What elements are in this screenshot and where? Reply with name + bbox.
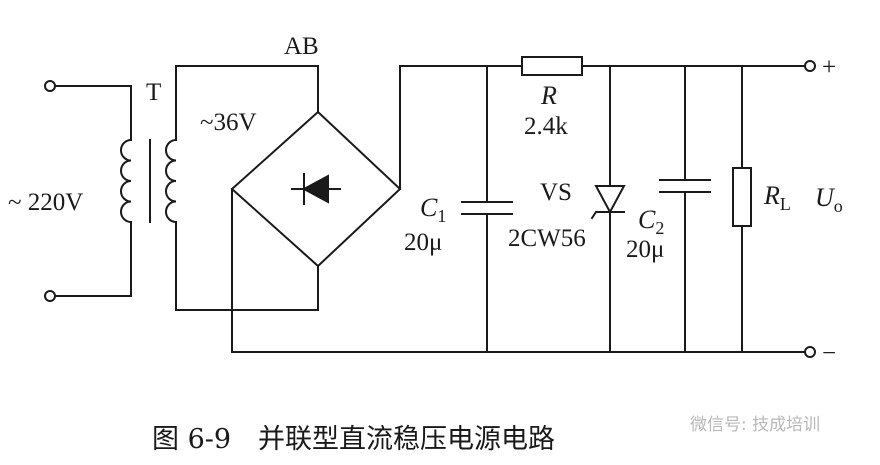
capacitor-c2 (659, 65, 711, 353)
zener-diode-vs (590, 65, 626, 353)
resistor-r (521, 56, 583, 76)
input-voltage-label: ~ 220V (8, 189, 83, 216)
input-section (44, 80, 133, 302)
c1-value: 20μ (404, 229, 442, 256)
secondary-wire-top (175, 65, 319, 141)
resistor-symbol: R (540, 81, 557, 110)
capacitor-c1 (461, 65, 513, 353)
negative-rail (231, 188, 806, 353)
secondary-winding (165, 138, 178, 224)
c1-label: C1 (420, 193, 446, 226)
c2-value: 20μ (626, 236, 664, 263)
positive-rail-left (399, 65, 523, 190)
secondary-wire-bottom (175, 221, 319, 311)
primary-winding (120, 138, 133, 224)
secondary-voltage-label: ~36V (200, 109, 257, 136)
transformer-label: T (146, 79, 161, 106)
output-terminal-plus (804, 60, 816, 72)
output-voltage-label: Uo (815, 183, 843, 216)
figure-caption: 图 6-9 并联型直流稳压电源电路 (152, 424, 555, 455)
dc-bus-wiring (231, 65, 806, 353)
load-resistor-rl (732, 65, 752, 353)
input-terminal-top (44, 80, 56, 92)
bridge-rectifier (230, 110, 402, 268)
c2-label: C2 (638, 205, 664, 238)
zener-model: 2CW56 (508, 225, 586, 252)
input-wire-bottom (54, 221, 132, 297)
output-plus-label: + (822, 54, 836, 81)
bridge-label: AB (284, 33, 319, 60)
resistor-value: 2.4k (524, 113, 568, 140)
input-terminal-bottom (44, 290, 56, 302)
input-wire-top (54, 85, 132, 141)
watermark: 微信号: 技成培训 (690, 415, 820, 435)
output-minus-label: − (822, 340, 836, 367)
load-label: RL (763, 181, 791, 214)
transformer (149, 65, 319, 311)
zener-symbol: VS (540, 179, 572, 206)
output-terminal-minus (804, 346, 816, 358)
